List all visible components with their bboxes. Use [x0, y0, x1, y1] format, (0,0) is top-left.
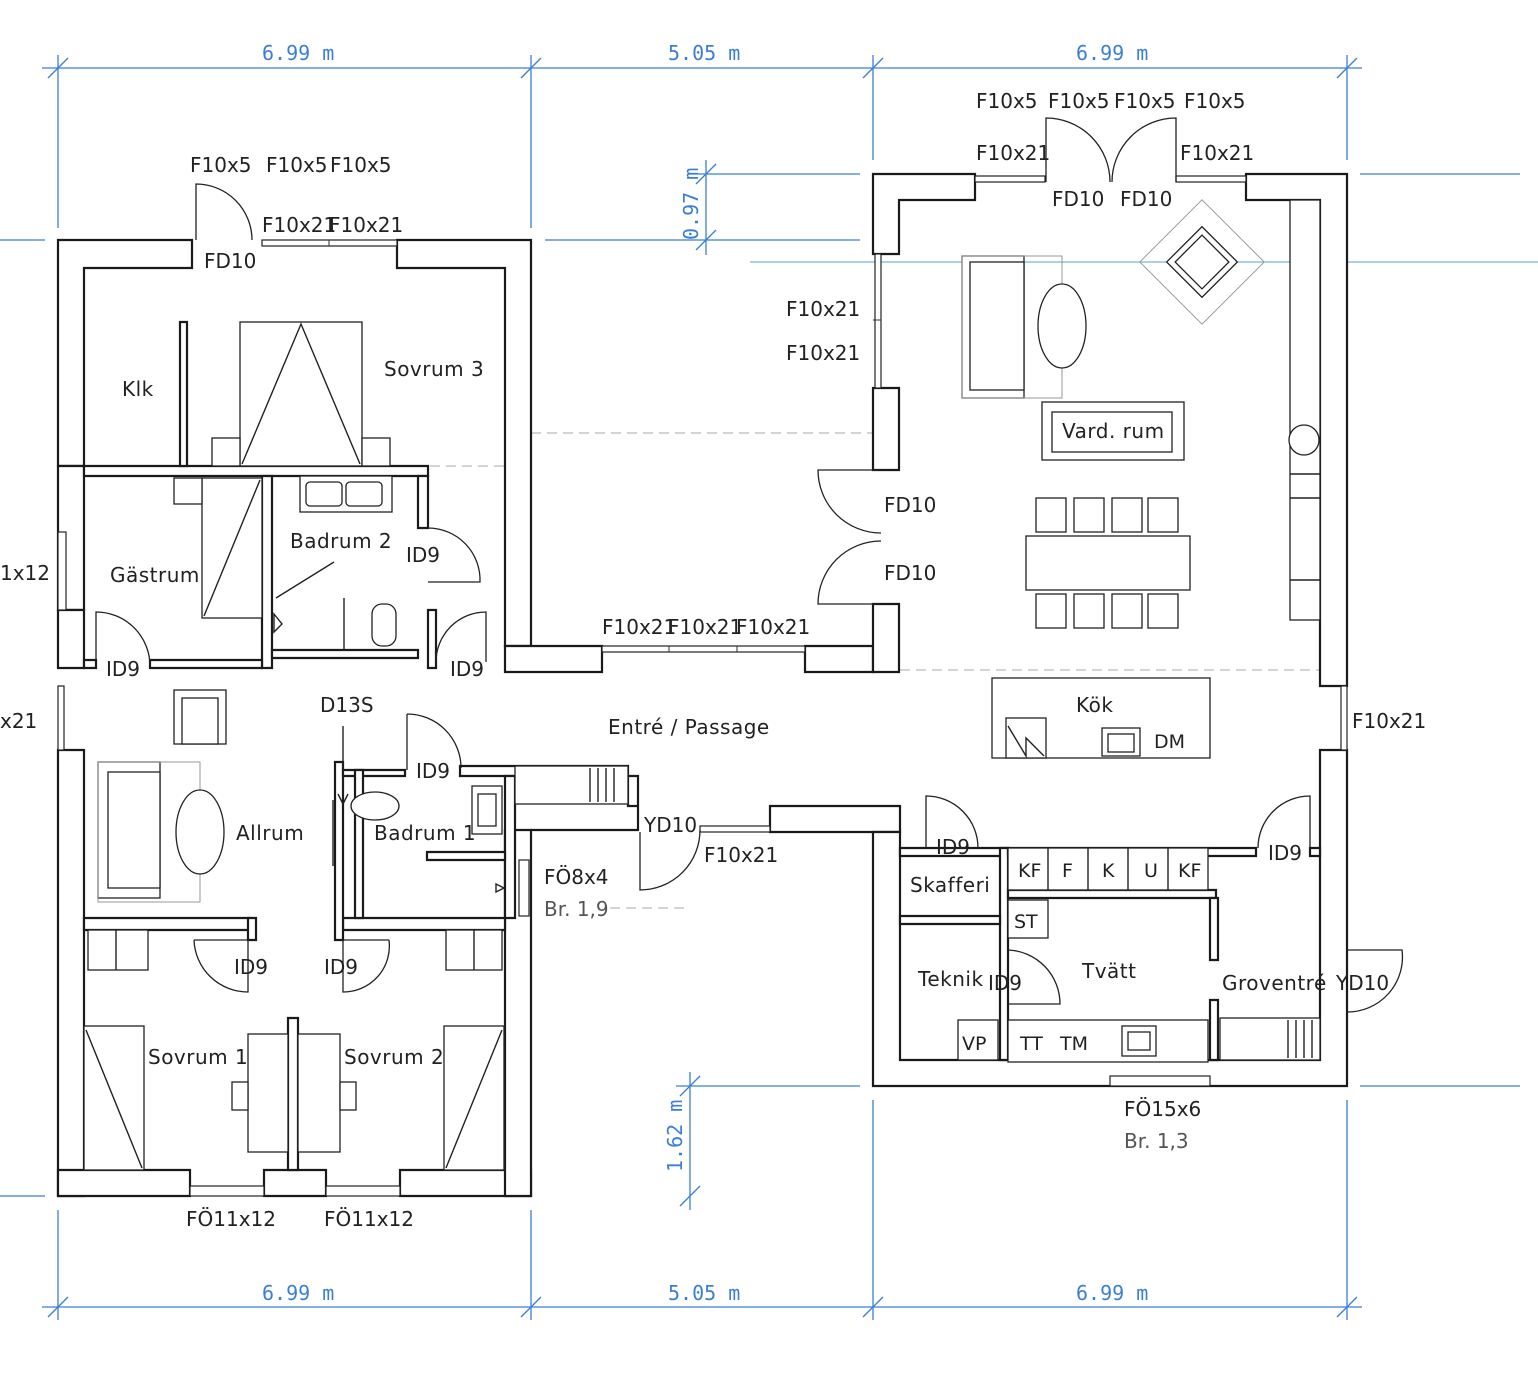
room-badrum-1: Badrum 1 — [374, 821, 476, 845]
label-fd10: FD10 — [1120, 187, 1172, 211]
label-fd10: FD10 — [884, 561, 936, 585]
dim-vertical-bottom: 1.62 m — [663, 1100, 687, 1172]
label-id9: ID9 — [406, 543, 440, 567]
label-f10x21: F10x21 — [976, 141, 1050, 165]
furniture — [83, 199, 1321, 1171]
label-f10x5: F10x5 — [1048, 89, 1110, 113]
dim-bottom-mid: 5.05 m — [668, 1281, 740, 1305]
label-id9: ID9 — [106, 657, 140, 681]
room-klk: Klk — [122, 377, 154, 401]
label-k: K — [1102, 860, 1115, 882]
label-st: ST — [1014, 911, 1038, 933]
label-kf: KF — [1178, 860, 1201, 882]
label-yd10: YD10 — [1335, 971, 1389, 995]
room-entre-passage: Entré / Passage — [608, 715, 770, 739]
label-f10x21: F10x21 — [602, 615, 676, 639]
label-id9: ID9 — [416, 759, 450, 783]
dim-bottom-left: 6.99 m — [262, 1281, 334, 1305]
label-f10x5: F10x5 — [190, 153, 252, 177]
label-tt: TT — [1019, 1033, 1043, 1055]
label-fo15x6: FÖ15x6 — [1124, 1097, 1201, 1121]
label-d13s: D13S — [320, 693, 374, 717]
label-window-west: 1x12 — [0, 561, 50, 585]
label-f10x5: F10x5 — [330, 153, 392, 177]
label-id9: ID9 — [450, 657, 484, 681]
label-f10x21: F10x21 — [329, 213, 403, 237]
label-vp: VP — [962, 1033, 986, 1055]
label-f10x21: F10x21 — [786, 297, 860, 321]
room-tvatt: Tvätt — [1081, 959, 1137, 983]
label-id9: ID9 — [1268, 841, 1302, 865]
room-teknik: Teknik — [917, 967, 984, 991]
room-sovrum-2: Sovrum 2 — [344, 1045, 444, 1069]
label-f10x5: F10x5 — [1114, 89, 1176, 113]
label-f10x21: F10x21 — [704, 843, 778, 867]
room-gastrum: Gästrum — [110, 563, 200, 587]
opening-labels: F10x5 F10x5 F10x5 F10x21 F10x21 FD10 F10… — [0, 89, 1426, 1231]
label-id9: ID9 — [936, 835, 970, 859]
label-fd10: FD10 — [204, 249, 256, 273]
label-dm: DM — [1154, 731, 1185, 753]
label-f10x21: F10x21 — [1180, 141, 1254, 165]
label-fd10: FD10 — [884, 493, 936, 517]
label-id9: ID9 — [234, 955, 268, 979]
dim-top-mid: 5.05 m — [668, 41, 740, 65]
label-yd10: YD10 — [643, 813, 697, 837]
label-u: U — [1144, 860, 1158, 882]
label-window-west: x21 — [0, 709, 37, 733]
guide-lines — [430, 432, 1320, 909]
doors — [95, 117, 1404, 1013]
label-fo11x12: FÖ11x12 — [324, 1207, 414, 1231]
label-f10x5: F10x5 — [976, 89, 1038, 113]
label-f10x5: F10x5 — [266, 153, 328, 177]
room-skafferi: Skafferi — [910, 873, 990, 897]
room-kok: Kök — [1076, 693, 1113, 717]
label-f: F — [1062, 860, 1073, 882]
room-allrum: Allrum — [236, 821, 304, 845]
room-groventre: Groventré — [1222, 971, 1327, 995]
label-tm: TM — [1059, 1033, 1088, 1055]
windows — [57, 175, 1348, 1197]
room-sovrum-1: Sovrum 1 — [148, 1045, 248, 1069]
room-vardrum: Vard. rum — [1062, 419, 1165, 443]
room-sovrum-3: Sovrum 3 — [384, 357, 484, 381]
label-width: Br. 1,3 — [1124, 1129, 1189, 1153]
label-width: Br. 1,9 — [544, 897, 609, 921]
label-f10x21: F10x21 — [1352, 709, 1426, 733]
label-id9: ID9 — [324, 955, 358, 979]
dim-vertical-top: 0.97 m — [679, 168, 703, 240]
label-f10x5: F10x5 — [1184, 89, 1246, 113]
dim-bottom-right: 6.99 m — [1076, 1281, 1148, 1305]
label-id9: ID9 — [988, 971, 1022, 995]
label-f10x21: F10x21 — [668, 615, 742, 639]
dim-top-right: 6.99 m — [1076, 41, 1148, 65]
walls — [56, 172, 1349, 1198]
label-kf: KF — [1018, 860, 1041, 882]
label-f10x21: F10x21 — [262, 213, 336, 237]
label-fo11x12: FÖ11x12 — [186, 1207, 276, 1231]
dim-top-left: 6.99 m — [262, 41, 334, 65]
label-f10x21: F10x21 — [786, 341, 860, 365]
label-fo8x4: FÖ8x4 — [544, 865, 609, 889]
dimension-lines: 6.99 m 5.05 m 6.99 m 6.99 m 5.05 m 6.99 … — [0, 41, 1538, 1320]
room-labels: Klk Sovrum 3 Gästrum Badrum 2 Allrum Bad… — [110, 357, 1327, 1069]
label-fd10: FD10 — [1052, 187, 1104, 211]
room-badrum-2: Badrum 2 — [290, 529, 392, 553]
label-f10x21: F10x21 — [736, 615, 810, 639]
